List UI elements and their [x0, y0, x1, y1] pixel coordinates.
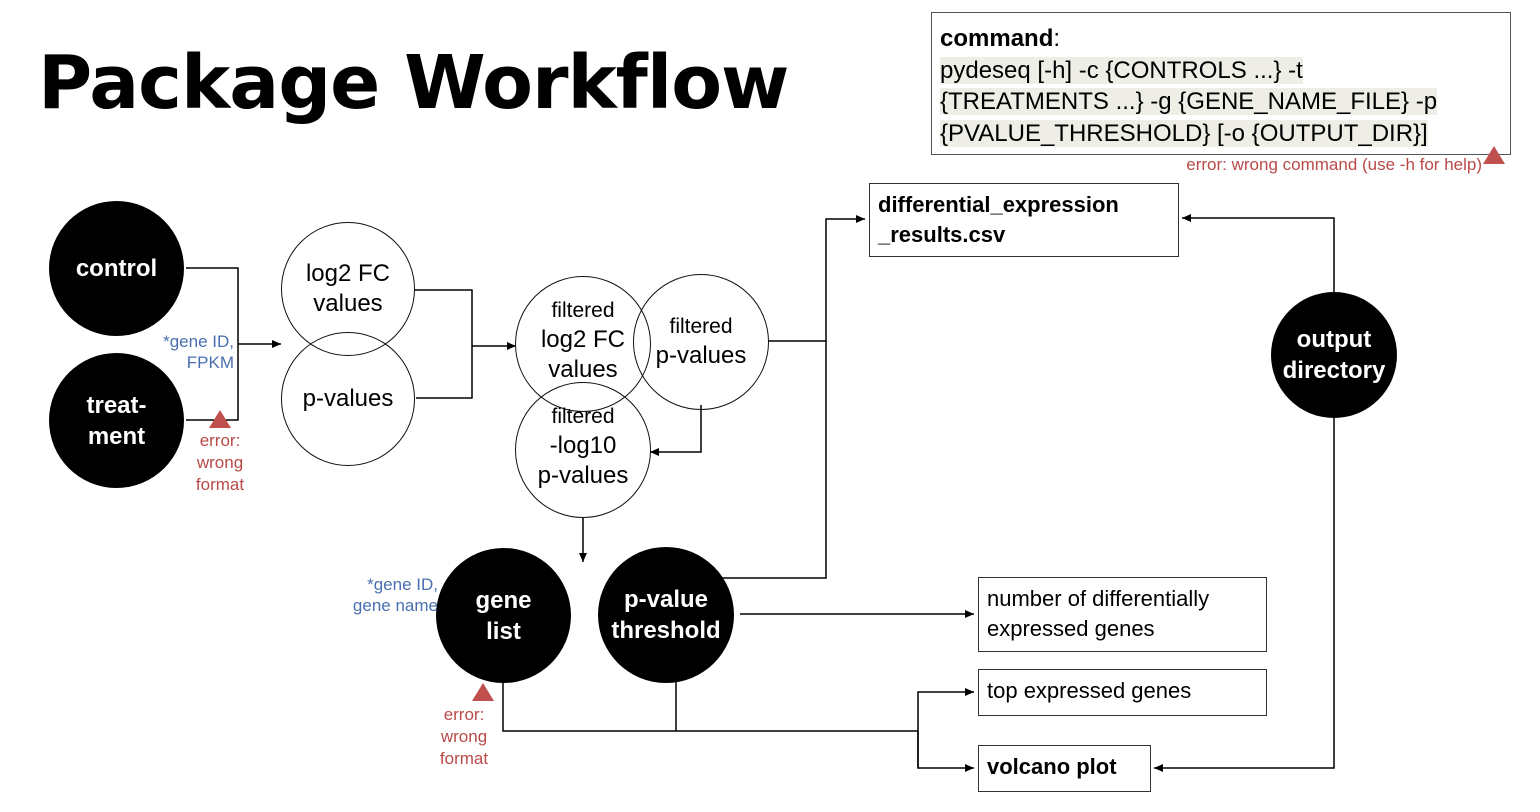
node-gene-list: gene list — [436, 548, 571, 683]
edge-bottom-bus — [502, 680, 918, 732]
input-error-icon — [209, 410, 231, 428]
node-filtered-log2fc-label-3: values — [548, 356, 618, 383]
edge-to-top — [917, 688, 974, 768]
output-volcano: volcano plot — [978, 745, 1151, 792]
node-log2fc-label-1: log2 FC — [305, 260, 391, 287]
node-treatment-label-2: ment — [87, 422, 146, 450]
output-csv-line-2: _results.csv — [878, 222, 1006, 247]
output-csv: differential_expression _results.csv — [869, 183, 1179, 257]
node-threshold-label-1: p-value — [623, 586, 709, 613]
node-treatment-label-1: treat- — [86, 391, 147, 419]
input-error-1: error: — [199, 431, 241, 450]
node-control-label: control — [75, 255, 158, 282]
node-filtered-log2fc-label-1: filtered — [551, 299, 615, 322]
command-label: command — [940, 25, 1054, 52]
input-format-note: *gene ID, FPKM — [140, 331, 234, 373]
gene-error-icon — [472, 683, 494, 701]
command-line-1: pydeseq [-h] -c {CONTROLS ...} -t — [940, 56, 1303, 84]
command-line-3: {PVALUE_THRESHOLD} [-o {OUTPUT_DIR}] — [940, 119, 1428, 147]
node-log2fc-label-2: values — [313, 290, 383, 317]
command-error: error: wrong command (use -h for help) — [1186, 155, 1482, 174]
input-format-note-2: FPKM — [186, 353, 234, 372]
gene-error-note: error: wrong format — [427, 704, 501, 770]
output-top-genes-label: top expressed genes — [987, 678, 1192, 703]
node-filtered-log2fc-label-2: log2 FC — [540, 326, 626, 353]
node-threshold-label-2: threshold — [611, 617, 721, 644]
node-filtered-pvalues: filtered p-values — [633, 274, 769, 410]
edge-to-volcano — [917, 731, 974, 772]
node-filtered-neglog-label-2: -log10 — [549, 432, 617, 459]
edge-filtered-pvalues-down — [650, 405, 702, 456]
gene-error-2: wrong — [440, 727, 488, 746]
gene-format-note-2: gene name — [352, 596, 438, 615]
output-num-genes-line-2: expressed genes — [987, 616, 1155, 641]
node-pvalues-label: p-values — [302, 385, 394, 412]
node-pvalue-threshold: p-value threshold — [598, 547, 734, 683]
node-output-directory: output directory — [1271, 292, 1397, 418]
node-filtered-neglog-label-1: filtered — [551, 405, 615, 428]
node-filtered-neglog-label-3: p-values — [537, 462, 629, 489]
node-filtered-neglog: filtered -log10 p-values — [515, 382, 651, 518]
output-top-genes: top expressed genes — [978, 669, 1267, 716]
gene-format-note: *gene ID, gene name — [340, 574, 438, 616]
gene-error-1: error: — [443, 705, 485, 724]
node-treatment: treat- ment — [49, 353, 184, 488]
command-box: command: pydeseq [-h] -c {CONTROLS ...} … — [931, 12, 1511, 155]
edge-threshold-csv — [720, 340, 827, 579]
node-gene-list-label-1: gene — [475, 586, 532, 614]
command-colon: : — [1053, 25, 1061, 52]
command-line-2: {TREATMENTS ...} -g {GENE_NAME_FILE} -p — [940, 88, 1438, 115]
node-gene-list-label-2: list — [486, 617, 521, 645]
gene-error-3: format — [439, 749, 489, 768]
output-volcano-label: volcano plot — [987, 754, 1117, 779]
node-control: control — [49, 201, 184, 336]
edge-to-csv — [768, 215, 865, 342]
input-error-note: error: wrong format — [183, 430, 257, 496]
node-output-label-2: directory — [1282, 357, 1386, 384]
node-pvalues: p-values — [281, 332, 415, 466]
edge-output-csv — [1182, 214, 1335, 300]
gene-format-note-1: *gene ID, — [367, 575, 438, 594]
page-title: Package Workflow — [38, 40, 789, 126]
node-filtered-pvalues-label-2: p-values — [655, 342, 747, 369]
output-num-genes: number of differentially expressed genes — [978, 577, 1267, 652]
node-filtered-pvalues-label-1: filtered — [669, 315, 733, 338]
node-log2fc: log2 FC values — [281, 222, 415, 356]
edge-log2fc — [414, 289, 473, 399]
input-format-note-1: *gene ID, — [163, 332, 234, 351]
node-output-label-1: output — [1296, 326, 1372, 353]
input-error-2: wrong — [196, 453, 244, 472]
output-csv-line-1: differential_expression — [878, 192, 1119, 217]
edge-output-volcano — [1154, 418, 1335, 772]
input-error-3: format — [195, 475, 245, 494]
command-error-icon — [1483, 146, 1505, 164]
output-num-genes-line-1: number of differentially — [987, 586, 1210, 611]
